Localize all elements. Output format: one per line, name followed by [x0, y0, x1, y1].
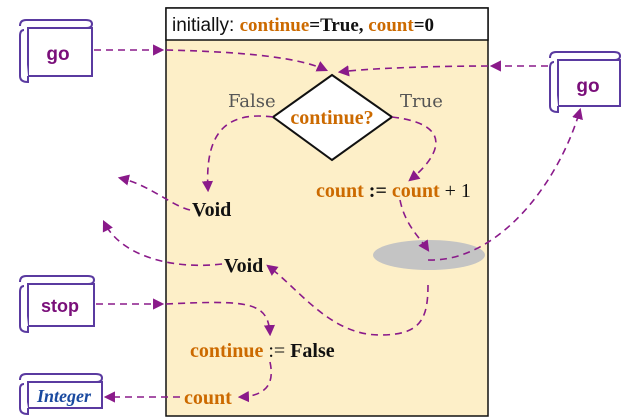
- decision-diamond: [271, 73, 394, 162]
- count-query-label: count: [184, 387, 232, 409]
- scroll-go-right[interactable]: go: [549, 51, 622, 114]
- arrow-stop-to-assignment: [165, 301, 276, 337]
- header-bar: [165, 7, 489, 41]
- scroll-stop[interactable]: stop: [19, 275, 96, 334]
- header-text: initially: continue=True, count=0: [172, 15, 434, 36]
- scroll-go-left[interactable]: go: [19, 19, 94, 84]
- main-panel: [165, 7, 489, 417]
- true-branch-label: True: [400, 91, 443, 112]
- scroll-integer-label: Integer: [36, 386, 92, 406]
- increment-statement: count := count + 1: [316, 180, 471, 202]
- arrow-to-decision-right: [337, 65, 489, 77]
- arrow-to-decision-left: [165, 49, 329, 72]
- arrow-assignment-to-count: [237, 361, 272, 403]
- arrow-ellipse-to-void: [266, 264, 429, 336]
- arrow-void-middle-out: [102, 219, 223, 267]
- arrow-void-left-out: [117, 174, 191, 211]
- void-label-middle: Void: [224, 255, 263, 277]
- arrow-ellipse-to-go-right: [427, 107, 583, 261]
- stop-statement: continue := False: [190, 340, 335, 362]
- scroll-go-left-label: go: [46, 44, 69, 65]
- arrow-false-branch: [201, 115, 274, 193]
- scroll-stop-label: stop: [41, 296, 79, 316]
- scroll-go-right-label: go: [576, 76, 599, 97]
- junction-ellipse: [373, 240, 485, 270]
- arrow-increment-to-ellipse: [399, 199, 430, 252]
- false-branch-label: False: [228, 91, 276, 112]
- flow-arrows: [94, 44, 583, 403]
- scroll-integer: Integer: [19, 373, 104, 416]
- decision-label: continue?: [290, 107, 373, 129]
- void-label-left: Void: [192, 199, 231, 221]
